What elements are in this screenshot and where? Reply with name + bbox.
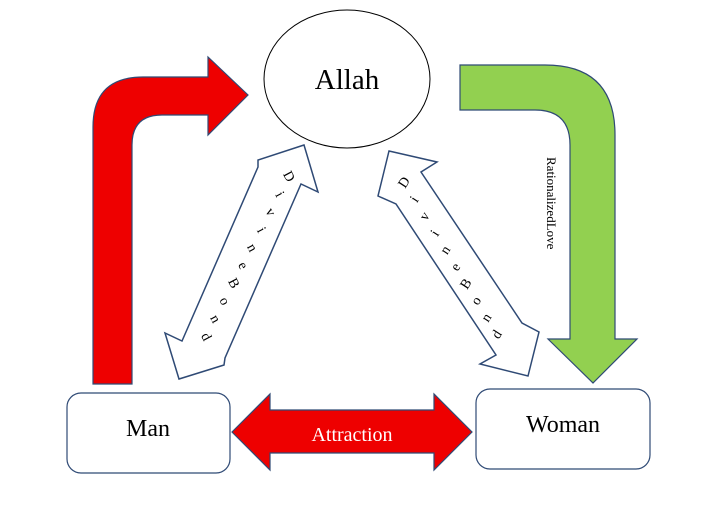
man-node [66,392,231,474]
man-to-allah-arrow [92,55,249,385]
allah-to-woman-arrow [459,64,639,384]
allah-node [263,9,431,149]
man-allah-divine-bond-arrow [163,144,320,380]
divine-bond-letter: i [428,228,443,240]
divine-bond-letter: i [272,189,287,200]
man-label: Man [126,416,170,442]
attraction-label: Attraction [311,424,392,446]
allah-label: Allah [315,64,380,96]
woman-allah-divine-bond-arrow [377,150,540,377]
attraction-arrow [231,392,473,472]
divine-bond-letter: i [253,225,268,236]
divine-bond-letter: i [408,194,423,206]
woman-node [475,388,651,470]
rationalized-love-label: RationalizedLove [544,157,559,250]
woman-label: Woman [526,412,600,438]
